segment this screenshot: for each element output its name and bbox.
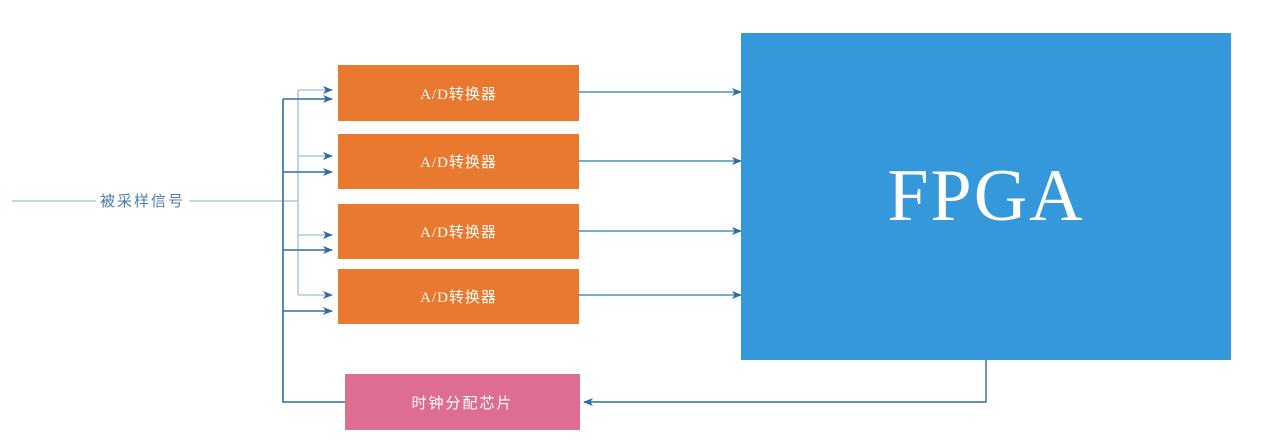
adc-block-label: A/D转换器 bbox=[420, 290, 497, 306]
adc-converter-block-3[interactable]: A/D转换器 bbox=[338, 204, 579, 259]
adc-block-label: A/D转换器 bbox=[420, 155, 497, 171]
adc-converter-block-2[interactable]: A/D转换器 bbox=[338, 134, 579, 189]
clock-bus-line bbox=[282, 99, 345, 403]
clock-chip-label: 时钟分配芯片 bbox=[411, 395, 514, 412]
clock-distribution-chip-block[interactable]: 时钟分配芯片 bbox=[345, 374, 580, 430]
fpga-label: FPGA bbox=[887, 155, 1085, 237]
fpga-block[interactable]: FPGA bbox=[741, 33, 1231, 360]
adc-block-label: A/D转换器 bbox=[420, 86, 497, 103]
adc-converter-block-1[interactable]: A/D转换器 bbox=[338, 65, 579, 121]
sampled-signal-label: 被采样信号 bbox=[96, 190, 190, 211]
adc-converter-block-4[interactable]: A/D转换器 bbox=[338, 269, 579, 324]
feedback-line-fpga-to-clock-chip bbox=[583, 360, 987, 406]
adc-block-label: A/D转换器 bbox=[420, 225, 497, 241]
